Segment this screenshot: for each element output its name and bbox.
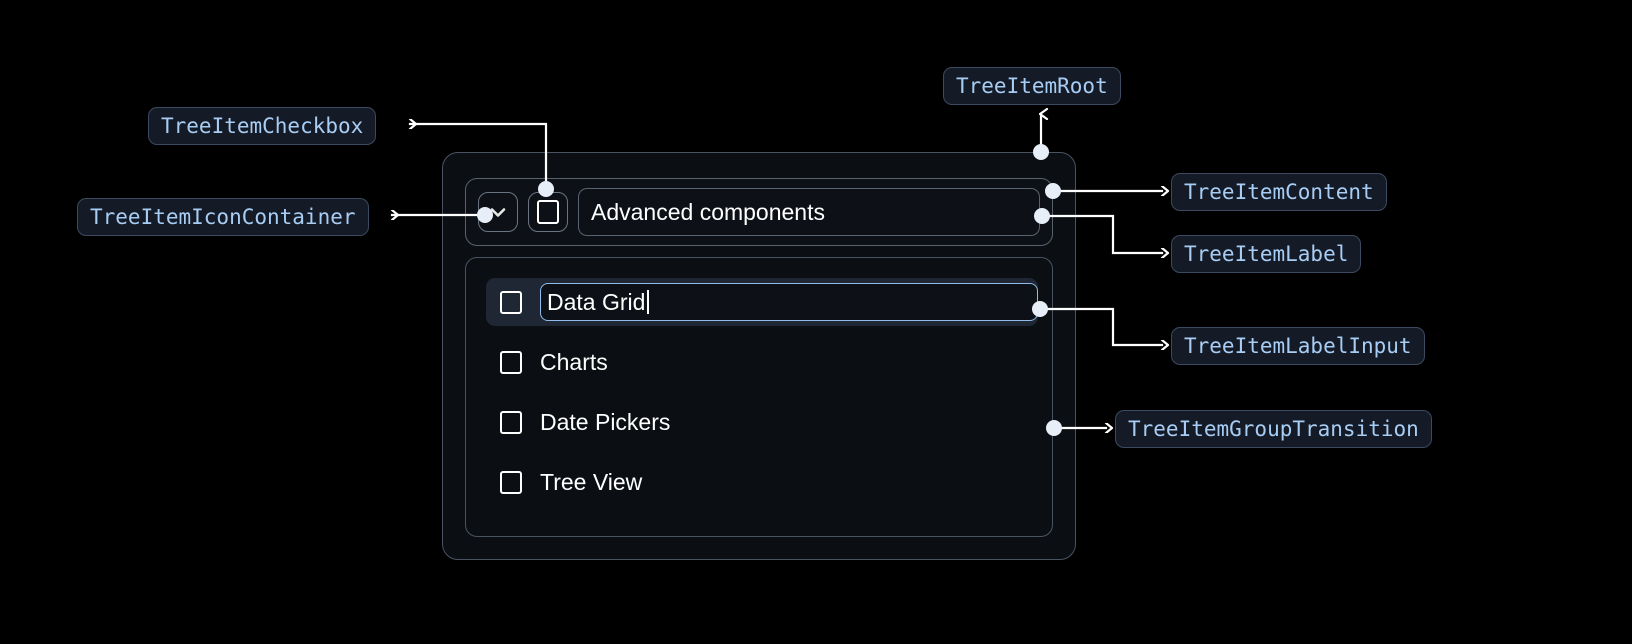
annotation-badge-tree-item-icon-container: TreeItemIconContainer [77,198,369,236]
tree-item-content[interactable]: Advanced components [465,178,1053,246]
annotation-label: TreeItemGroupTransition [1128,417,1419,441]
annotation-badge-tree-item-content: TreeItemContent [1171,173,1387,211]
tree-item-label-input-value: Data Grid [547,288,646,315]
annotation-badge-tree-item-root: TreeItemRoot [943,67,1121,105]
tree-item-row-data-grid[interactable]: Data Grid [486,278,1038,326]
tree-item-row-date-pickers[interactable]: Date Pickers [486,398,1038,446]
tree-item-label-text: Advanced components [591,198,825,225]
tree-item-label[interactable]: Advanced components [578,188,1040,236]
tree-item-label: Charts [540,348,608,375]
checkbox-unchecked-icon [537,200,559,224]
checkbox-unchecked-icon[interactable] [500,410,522,434]
checkbox-unchecked-icon[interactable] [500,290,522,314]
tree-item-group: Data Grid Charts Date Pickers [466,272,1052,512]
annotation-label: TreeItemIconContainer [90,205,356,229]
annotation-badge-tree-item-label-input: TreeItemLabelInput [1171,327,1425,365]
annotation-label: TreeItemCheckbox [161,114,364,138]
annotation-badge-tree-item-checkbox: TreeItemCheckbox [148,107,377,145]
annotation-label: TreeItemContent [1184,180,1374,204]
annotation-badge-tree-item-group-transition: TreeItemGroupTransition [1115,410,1432,448]
tree-item-row-tree-view[interactable]: Tree View [486,458,1038,506]
checkbox-unchecked-icon[interactable] [500,350,522,374]
annotation-badge-tree-item-label: TreeItemLabel [1171,235,1362,273]
checkbox-unchecked-icon[interactable] [500,470,522,494]
annotation-label: TreeItemLabelInput [1184,334,1412,358]
tree-item-checkbox[interactable] [528,192,568,232]
tree-item-icon-container[interactable] [478,192,518,232]
tree-item-label: Date Pickers [540,408,671,435]
annotation-label: TreeItemLabel [1184,242,1349,266]
tree-item-label-input[interactable]: Data Grid [540,283,1038,321]
text-caret [647,290,649,314]
tree-item-row-charts[interactable]: Charts [486,338,1038,386]
annotation-label: TreeItemRoot [956,74,1108,98]
tree-item-root[interactable]: Advanced components Data Grid Charts [442,152,1076,560]
tree-item-label: Tree View [540,468,643,495]
chevron-down-icon [486,200,510,224]
tree-item-group-transition: Data Grid Charts Date Pickers [465,257,1053,537]
